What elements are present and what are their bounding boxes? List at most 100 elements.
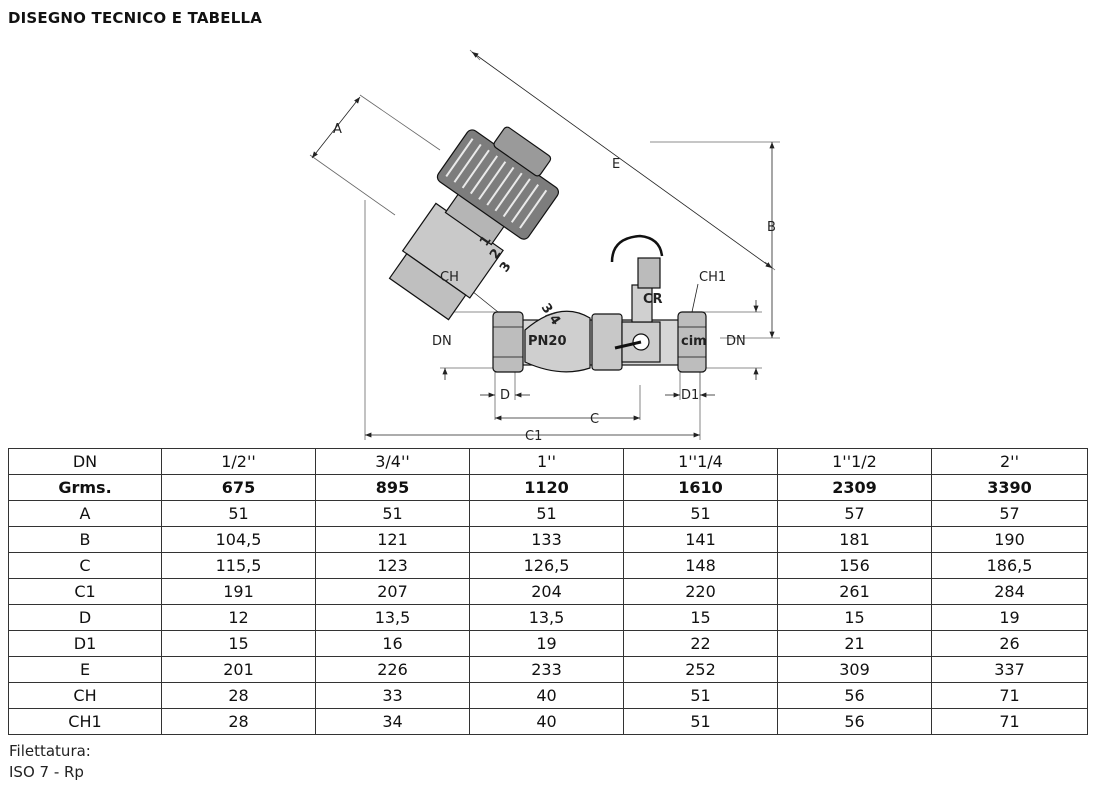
table-cell: 51 — [623, 708, 778, 735]
table-cell: 226 — [315, 656, 470, 683]
table-cell: 19 — [469, 630, 624, 657]
table-cell: 13,5 — [315, 604, 470, 631]
table-cell: 33 — [315, 682, 470, 709]
table-cell: 121 — [315, 526, 470, 553]
thread-note-standard: ISO 7 - Rp — [9, 763, 84, 781]
table-cell: 51 — [469, 500, 624, 527]
table-cell: 133 — [469, 526, 624, 553]
table-cell: 309 — [777, 656, 932, 683]
row-label: B — [8, 526, 162, 553]
table-cell: 15 — [623, 604, 778, 631]
table-cell: 21 — [777, 630, 932, 657]
label-c1: C1 — [525, 429, 542, 444]
table-cell: 148 — [623, 552, 778, 579]
table-cell: 51 — [623, 500, 778, 527]
label-e: E — [612, 157, 620, 172]
table-cell: 1/2'' — [161, 448, 316, 475]
table-cell: 126,5 — [469, 552, 624, 579]
table-cell: 40 — [469, 682, 624, 709]
table-cell: 181 — [777, 526, 932, 553]
table-cell: 57 — [777, 500, 932, 527]
table-cell: 190 — [931, 526, 1088, 553]
table-cell: 28 — [161, 682, 316, 709]
table-cell: 13,5 — [469, 604, 624, 631]
table-cell: 261 — [777, 578, 932, 605]
table-cell: 233 — [469, 656, 624, 683]
body-mark-pressure: PN20 — [528, 334, 567, 349]
table-cell: 16 — [315, 630, 470, 657]
table-cell: 2309 — [777, 474, 932, 501]
label-d1: D1 — [681, 388, 699, 403]
table-cell: 34 — [315, 708, 470, 735]
table-cell: 19 — [931, 604, 1088, 631]
table-cell: 1610 — [623, 474, 778, 501]
row-label: C — [8, 552, 162, 579]
table-cell: 675 — [161, 474, 316, 501]
body-mark-cr: CR — [643, 292, 663, 307]
thread-note-label: Filettatura: — [9, 742, 91, 760]
table-cell: 15 — [777, 604, 932, 631]
label-dn-right: DN — [726, 334, 746, 349]
row-label: CH — [8, 682, 162, 709]
table-cell: 252 — [623, 656, 778, 683]
label-b: B — [767, 220, 776, 235]
label-a: A — [333, 122, 342, 137]
label-c: C — [590, 412, 599, 427]
table-cell: 123 — [315, 552, 470, 579]
label-d: D — [500, 388, 510, 403]
table-cell: 51 — [623, 682, 778, 709]
table-cell: 3390 — [931, 474, 1088, 501]
row-label: DN — [8, 448, 162, 475]
table-cell: 186,5 — [931, 552, 1088, 579]
table-cell: 71 — [931, 708, 1088, 735]
table-cell: 141 — [623, 526, 778, 553]
table-cell: 56 — [777, 682, 932, 709]
table-cell: 51 — [161, 500, 316, 527]
section-heading: DISEGNO TECNICO E TABELLA — [8, 9, 263, 27]
table-cell: 28 — [161, 708, 316, 735]
table-cell: 2'' — [931, 448, 1088, 475]
table-cell: 201 — [161, 656, 316, 683]
table-cell: 220 — [623, 578, 778, 605]
table-cell: 15 — [161, 630, 316, 657]
table-cell: 115,5 — [161, 552, 316, 579]
table-cell: 895 — [315, 474, 470, 501]
table-cell: 26 — [931, 630, 1088, 657]
row-label: A — [8, 500, 162, 527]
body-mark-scale-3: 3 — [497, 259, 514, 275]
table-cell: 1'' — [469, 448, 624, 475]
table-cell: 1120 — [469, 474, 624, 501]
table-cell: 40 — [469, 708, 624, 735]
row-label: E — [8, 656, 162, 683]
row-label: CH1 — [8, 708, 162, 735]
table-cell: 104,5 — [161, 526, 316, 553]
table-cell: 191 — [161, 578, 316, 605]
table-cell: 1''1/2 — [777, 448, 932, 475]
table-cell: 207 — [315, 578, 470, 605]
table-cell: 284 — [931, 578, 1088, 605]
row-label: D1 — [8, 630, 162, 657]
table-cell: 22 — [623, 630, 778, 657]
thread-note: Filettatura: ISO 7 - Rp — [9, 741, 91, 783]
label-ch: CH — [440, 270, 459, 285]
row-label: Grms. — [8, 474, 162, 501]
label-dn-left: DN — [432, 334, 452, 349]
label-ch1: CH1 — [699, 270, 726, 285]
table-cell: 12 — [161, 604, 316, 631]
table-cell: 204 — [469, 578, 624, 605]
table-cell: 337 — [931, 656, 1088, 683]
table-cell: 71 — [931, 682, 1088, 709]
table-cell: 156 — [777, 552, 932, 579]
table-cell: 1''1/4 — [623, 448, 778, 475]
table-cell: 57 — [931, 500, 1088, 527]
